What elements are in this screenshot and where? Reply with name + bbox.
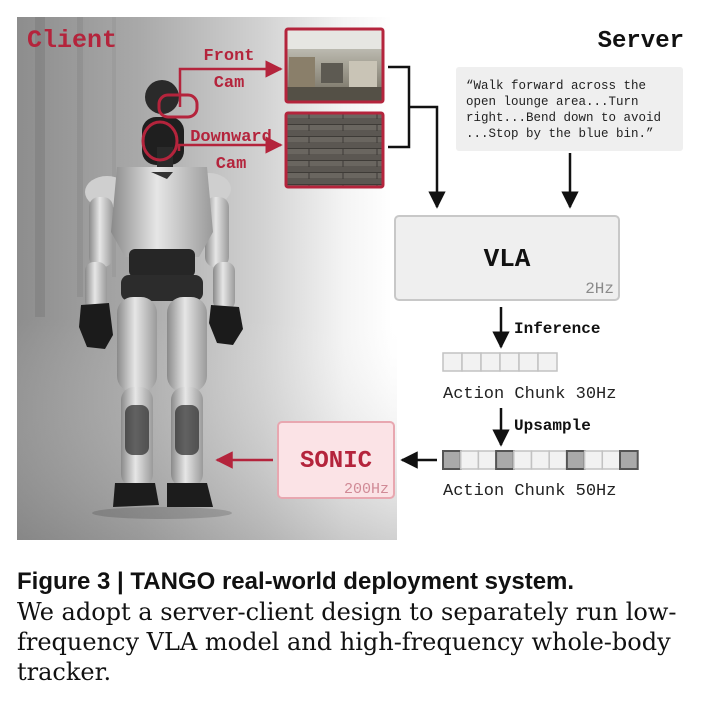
front-cam-image <box>284 27 385 104</box>
figure-caption: Figure 3 | TANGO real-world deployment s… <box>17 566 701 687</box>
action-cell <box>548 450 568 470</box>
action-cell <box>583 450 604 470</box>
action-chunk-30hz <box>442 352 558 372</box>
action-cell <box>499 352 520 372</box>
instruction-line-4: ...Stop by the blue bin.” <box>466 127 654 141</box>
instruction-line-2: open lounge area...Turn <box>466 95 639 109</box>
vla-label: VLA <box>484 244 531 274</box>
action-cell <box>477 450 497 470</box>
client-label: Client <box>27 26 117 55</box>
action-cell-keyframe <box>619 450 639 470</box>
inference-label: Inference <box>514 320 600 338</box>
sonic-label: SONIC <box>300 448 372 475</box>
action-cell <box>459 450 480 470</box>
deployment-diagram: Client Front Cam Downward Cam Server “Wa… <box>17 17 699 540</box>
downward-cam-arrow <box>177 136 283 154</box>
server-label: Server <box>598 28 684 55</box>
action-cell-keyframe <box>495 450 515 470</box>
vla-rate: 2Hz <box>585 280 614 298</box>
front-cam-label-line1: Front <box>203 47 254 66</box>
caption-title: Figure 3 | TANGO real-world deployment s… <box>17 568 575 595</box>
action-cell <box>480 352 501 372</box>
action-chunk-50hz-label: Action Chunk 50Hz <box>443 482 616 501</box>
action-cell-keyframe <box>442 450 462 470</box>
instruction-line-1: “Walk forward across the <box>466 79 646 93</box>
action-cell <box>601 450 621 470</box>
upsample-label: Upsample <box>514 417 591 435</box>
action-cell <box>442 352 463 372</box>
sonic-rate: 200Hz <box>344 481 389 498</box>
front-cam-highlight <box>157 93 199 119</box>
sonic-box <box>277 421 395 499</box>
instruction-line-3: right...Bend down to avoid <box>466 111 661 125</box>
images-to-vla-arrow <box>409 105 446 209</box>
downward-cam-highlight <box>141 120 179 162</box>
downward-cam-label-line1: Downward <box>190 128 272 147</box>
action-cell <box>513 450 533 470</box>
figure: Client Front Cam Downward Cam Server “Wa… <box>17 17 699 540</box>
action-cell <box>537 352 558 372</box>
instruction-box <box>456 67 683 151</box>
action-cell-keyframe <box>565 450 586 470</box>
front-cam-label-line2: Cam <box>214 74 245 93</box>
action-chunk-30hz-label: Action Chunk 30Hz <box>443 385 616 404</box>
downward-cam-image <box>284 111 385 189</box>
action-cell <box>530 450 550 470</box>
background-pillars <box>35 17 116 317</box>
action-cell <box>461 352 482 372</box>
front-cam-arrow <box>178 60 283 107</box>
action-chunk-50hz <box>442 450 639 470</box>
vla-box <box>394 215 620 301</box>
humanoid-robot <box>79 80 243 519</box>
caption-body: We adopt a server-client design to separ… <box>17 598 677 686</box>
action-cell <box>518 352 539 372</box>
downward-cam-label-line2: Cam <box>216 155 247 174</box>
